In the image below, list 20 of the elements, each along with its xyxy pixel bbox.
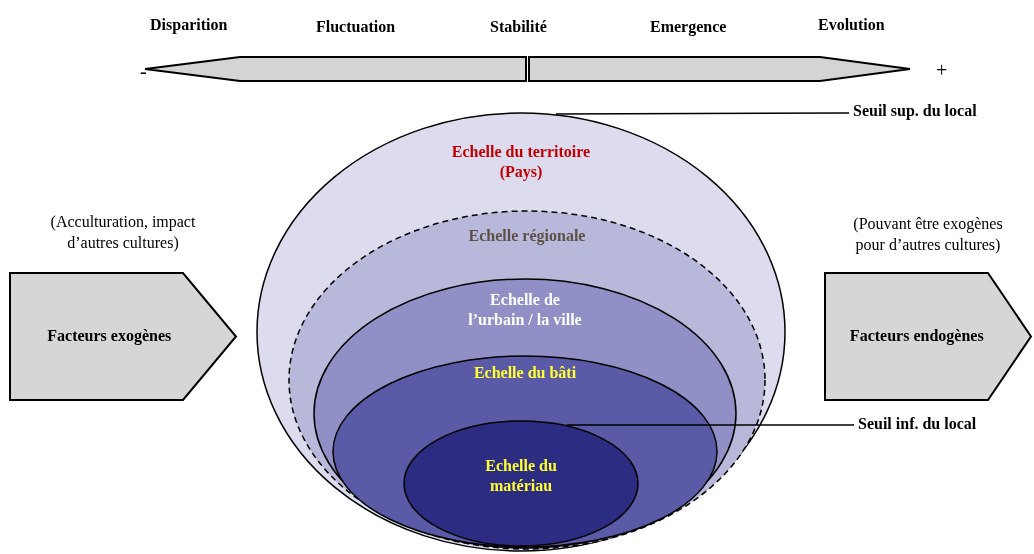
leader-line: [555, 112, 850, 115]
scale-label: Evolution: [818, 16, 885, 34]
threshold-label: Seuil inf. du local: [858, 414, 978, 434]
node-label: Facteurs exogènes: [46, 325, 173, 346]
sign-label: +: [936, 59, 948, 82]
annotation-text: (Acculturation, impact d’autres cultures): [49, 212, 197, 254]
node-label: Echelle de l’urbain / la ville: [467, 290, 583, 330]
scale-label: Fluctuation: [316, 18, 396, 36]
scale-label: Disparition: [150, 16, 228, 34]
threshold-label: Seuil sup. du local: [853, 101, 978, 121]
node-label: Echelle régionale: [467, 226, 587, 246]
annotation-text: (Pouvant être exogènes pour d’autres cultures): [852, 214, 1004, 256]
node-label: Echelle du territoire (Pays): [450, 142, 592, 182]
sign-label: -: [140, 60, 147, 83]
scale-label: Stabilité: [490, 18, 547, 36]
scale-label: Emergence: [650, 18, 727, 36]
node-label: Facteurs endogènes: [848, 325, 985, 346]
leader-line: [566, 424, 855, 426]
node-label: Echelle du bâti: [472, 363, 578, 383]
node-label: Echelle du matériau: [484, 456, 558, 496]
